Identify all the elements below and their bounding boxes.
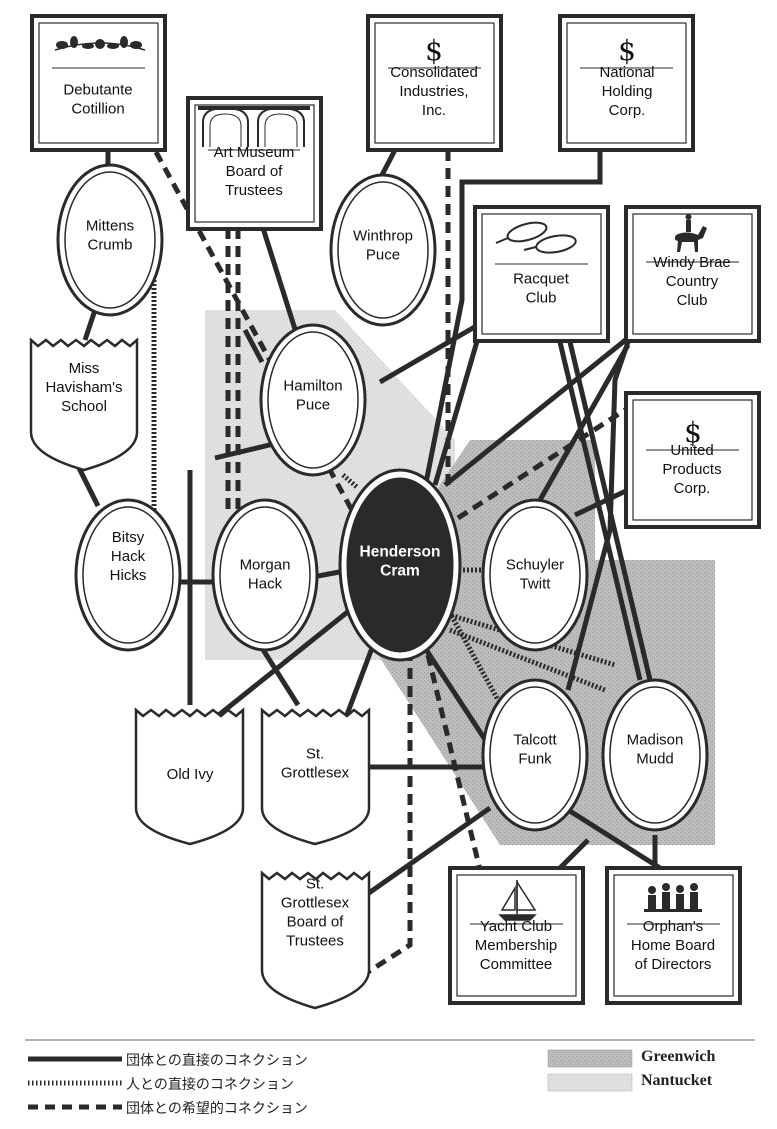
legend-direct-org-label: 団体との直接のコネクション: [126, 1053, 308, 1069]
oval-bitsy-hack-hicks: [74, 498, 182, 652]
person-ovals: [56, 163, 709, 832]
oval-winthrop-puce: [329, 173, 437, 327]
tennis-racquet-icon: [495, 221, 577, 254]
floral-ornament-icon: [54, 36, 146, 51]
legend-desired-org-label: 団体との希望的コネクション: [126, 1101, 308, 1117]
legend-direct-person-label: 人との直接のコネクション: [126, 1077, 294, 1093]
oval-madison-mudd: [601, 678, 709, 832]
oval-mittens-crumb: [56, 163, 164, 317]
box-consolidated: [366, 14, 503, 152]
dollar-sign-icon: $: [684, 416, 702, 449]
dollar-sign-icon: $: [618, 34, 636, 67]
label-st-grottlesex: St.Grottlesex: [281, 745, 350, 781]
box-racquet-club: [473, 205, 610, 343]
shield-st-grottlesex-board: [260, 870, 371, 1010]
legend-nantucket-swatch: [547, 1073, 633, 1092]
arch-icon: [198, 106, 310, 147]
label-old-ivy: Old Ivy: [167, 766, 214, 783]
shield-st-grottlesex: [260, 707, 371, 846]
legend-greenwich-swatch: [547, 1049, 633, 1068]
box-art-museum: [186, 96, 323, 231]
oval-hamilton-puce: [259, 323, 367, 477]
legend-greenwich-label: Greenwich: [641, 1048, 716, 1065]
dollar-sign-icon: $: [425, 34, 443, 67]
oval-morgan-hack: [211, 498, 319, 652]
box-orphans-home: [605, 866, 742, 1005]
children-group-icon: [644, 883, 702, 912]
oval-talcott-funk: [481, 678, 589, 832]
shield-old-ivy: [134, 707, 245, 846]
horse-rider-icon: [674, 214, 707, 252]
legend-nantucket-label: Nantucket: [641, 1072, 713, 1089]
shield-miss-havishams: [29, 337, 139, 472]
organization-boxes: [30, 14, 761, 1005]
oval-henderson-cram: [338, 468, 462, 662]
legend: [25, 1039, 755, 1110]
box-national-holding: [558, 14, 695, 152]
school-shields: [29, 337, 371, 1010]
oval-schuyler-twitt: [481, 498, 589, 652]
box-united-products: [624, 391, 761, 529]
sailboat-icon: [498, 879, 537, 921]
connection-lines: [75, 148, 662, 975]
box-yacht-club: [448, 866, 585, 1005]
